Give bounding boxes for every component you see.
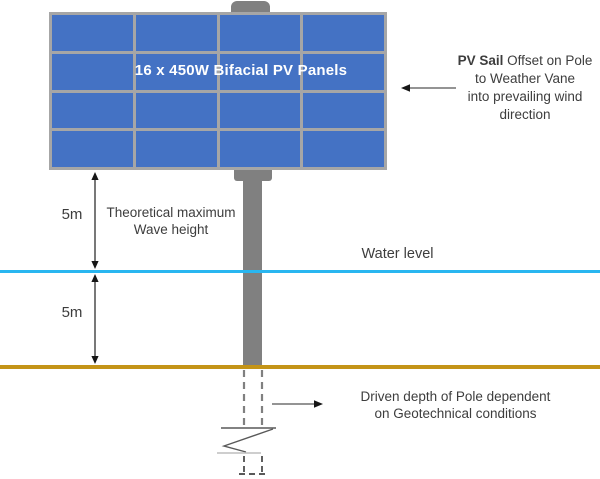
pole-tip-dashed	[239, 456, 267, 475]
pv-cell	[303, 131, 384, 167]
driven-depth-arrow	[272, 400, 323, 408]
pv-cell	[219, 92, 301, 129]
pv-sail-arrow	[401, 84, 456, 92]
pv-sail-note-line4: direction	[499, 107, 551, 122]
pv-sail-note: PV Sail Offset on Pole to Weather Vane i…	[449, 52, 600, 124]
wave-height-5m-label: 5m	[61, 206, 83, 223]
pv-cell	[135, 15, 217, 51]
wave-height-dimension-arrow	[91, 172, 99, 269]
pole-break-symbol	[217, 427, 276, 454]
pv-sail-note-line1-rest: Offset on Pole	[503, 53, 593, 68]
water-level-line	[0, 270, 600, 273]
pv-cell	[52, 131, 133, 167]
pv-cell	[135, 53, 217, 90]
wave-height-note-line1: Theoretical maximum	[106, 205, 236, 220]
pv-sail-note-line3: into prevailing wind	[467, 89, 583, 104]
pv-cell	[135, 92, 217, 129]
pv-cell	[52, 15, 133, 51]
pole-flange	[234, 170, 272, 181]
pole	[243, 170, 262, 369]
pv-cell	[303, 15, 384, 51]
pv-cell	[219, 15, 301, 51]
water-depth-5m-label: 5m	[61, 304, 83, 321]
pv-sail-note-line1: PV Sail Offset on Pole	[449, 52, 600, 70]
pv-sail-note-line2: to Weather Vane	[474, 71, 576, 86]
pv-panel-array	[49, 12, 387, 170]
pv-cell	[303, 53, 384, 90]
pv-cell	[52, 53, 133, 90]
pv-cell	[219, 131, 301, 167]
pv-cell	[303, 92, 384, 129]
water-depth-dimension-arrow	[91, 274, 99, 364]
water-level-label: Water level	[361, 246, 434, 262]
pole-underground-dashed	[242, 370, 264, 428]
wave-height-note-line2: Wave height	[133, 222, 209, 237]
driven-depth-note-line1: Driven depth of Pole dependent	[360, 389, 551, 404]
pv-cell	[135, 131, 217, 167]
pv-panel-label: 16 x 450W Bifacial PV Panels	[134, 62, 348, 79]
pv-sail-note-bold: PV Sail	[457, 53, 504, 68]
seabed-line	[0, 365, 600, 369]
pole-top-stub	[231, 1, 270, 14]
pv-cell	[219, 53, 301, 90]
driven-depth-note-line2: on Geotechnical conditions	[374, 406, 537, 421]
pv-cell	[52, 92, 133, 129]
wave-height-note: Theoretical maximum Wave height	[101, 204, 241, 238]
driven-depth-note: Driven depth of Pole dependent on Geotec…	[338, 388, 573, 422]
